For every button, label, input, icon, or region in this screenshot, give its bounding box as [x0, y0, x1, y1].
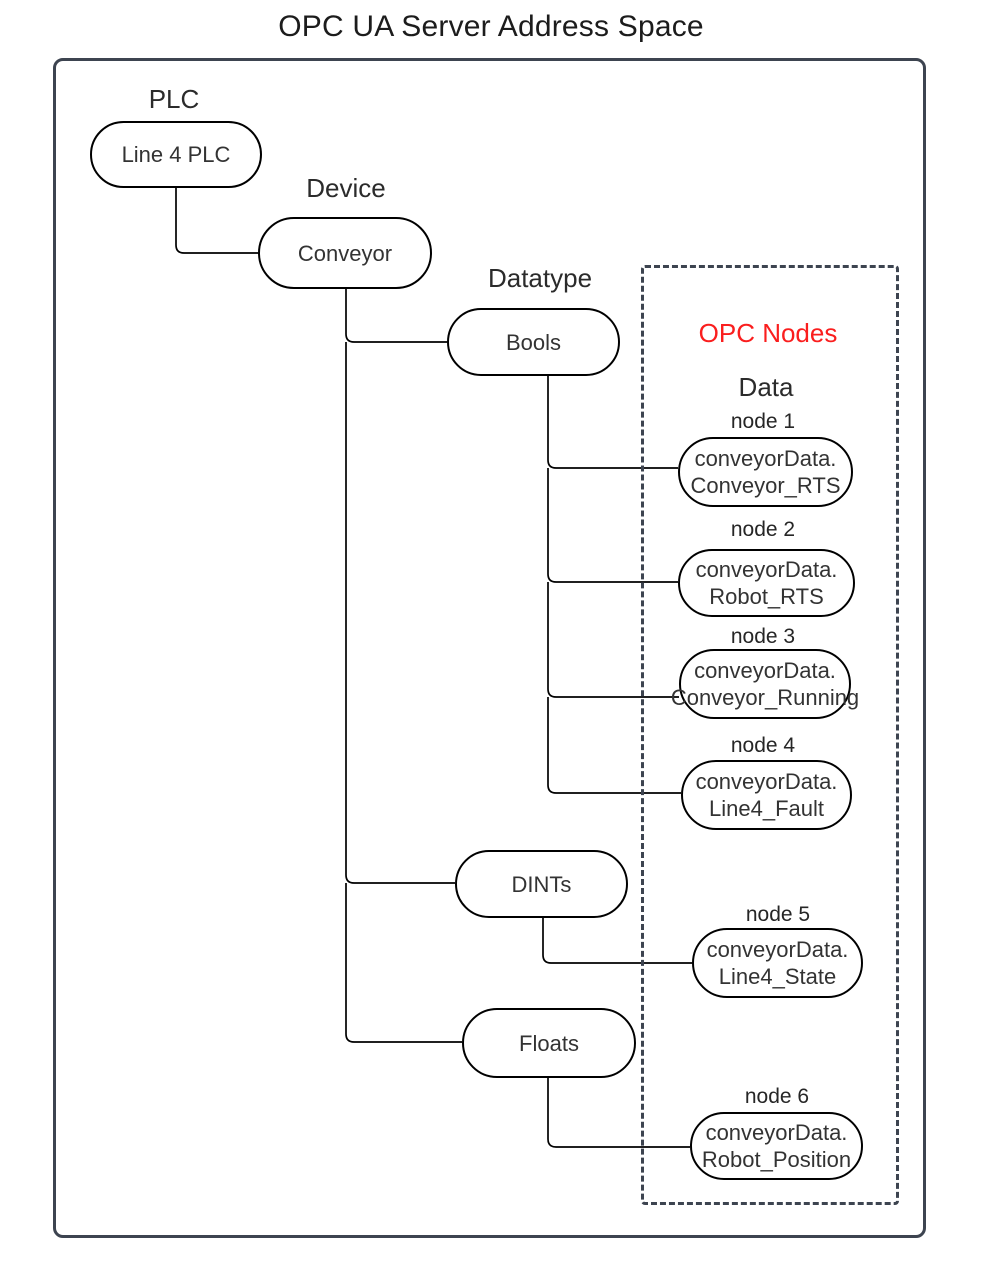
node2-pill: conveyorData. Robot_RTS — [678, 549, 855, 617]
node1-line2: Conveyor_RTS — [690, 473, 841, 498]
node6-line1: conveyorData. — [705, 1120, 848, 1145]
node6-line2: Robot_Position — [701, 1147, 852, 1172]
node2-line1: conveyorData. — [695, 557, 838, 582]
node4-line1: conveyorData. — [695, 769, 838, 794]
device-node-pill: Conveyor — [258, 217, 432, 289]
node1-pill: conveyorData. Conveyor_RTS — [678, 437, 853, 507]
address-space-boundary — [53, 58, 926, 1238]
datatype-dints-label: DINTs — [511, 871, 572, 897]
plc-node-label: Line 4 PLC — [121, 142, 231, 167]
node1-label: node 1 — [730, 410, 796, 433]
node4-line2: Line4_Fault — [709, 796, 824, 821]
node5-label: node 5 — [745, 903, 811, 926]
node5-line1: conveyorData. — [706, 937, 849, 962]
node2-line2: Robot_RTS — [709, 584, 824, 609]
node3-pill: conveyorData. Conveyor_Running — [671, 649, 859, 719]
node1-line1: conveyorData. — [694, 446, 837, 471]
plc-node-pill: Line 4 PLC — [90, 121, 262, 188]
datatype-category-label: Datatype — [487, 263, 593, 293]
node3-line2: Conveyor_Running — [670, 685, 860, 710]
datatype-bools-pill: Bools — [447, 308, 620, 376]
datatype-floats-label: Floats — [519, 1030, 579, 1056]
opc-nodes-title: OPC Nodes — [698, 318, 838, 348]
datatype-floats-pill: Floats — [462, 1008, 636, 1078]
page-title: OPC UA Server Address Space — [278, 10, 704, 43]
node5-pill: conveyorData. Line4_State — [692, 928, 863, 998]
node3-line1: conveyorData. — [694, 658, 836, 683]
datatype-dints-pill: DINTs — [455, 850, 628, 918]
opc-nodes-group-box — [641, 265, 899, 1205]
node4-label: node 4 — [730, 734, 796, 757]
node4-pill: conveyorData. Line4_Fault — [681, 760, 852, 830]
node6-pill: conveyorData. Robot_Position — [690, 1112, 863, 1180]
datatype-bools-label: Bools — [505, 329, 562, 355]
node5-line2: Line4_State — [718, 964, 837, 989]
data-group-label: Data — [738, 372, 794, 402]
device-node-label: Conveyor — [297, 240, 393, 266]
node2-label: node 2 — [730, 518, 796, 541]
node3-label: node 3 — [730, 625, 796, 648]
node6-label: node 6 — [744, 1085, 810, 1108]
plc-category-label: PLC — [148, 84, 200, 114]
device-category-label: Device — [306, 173, 386, 203]
